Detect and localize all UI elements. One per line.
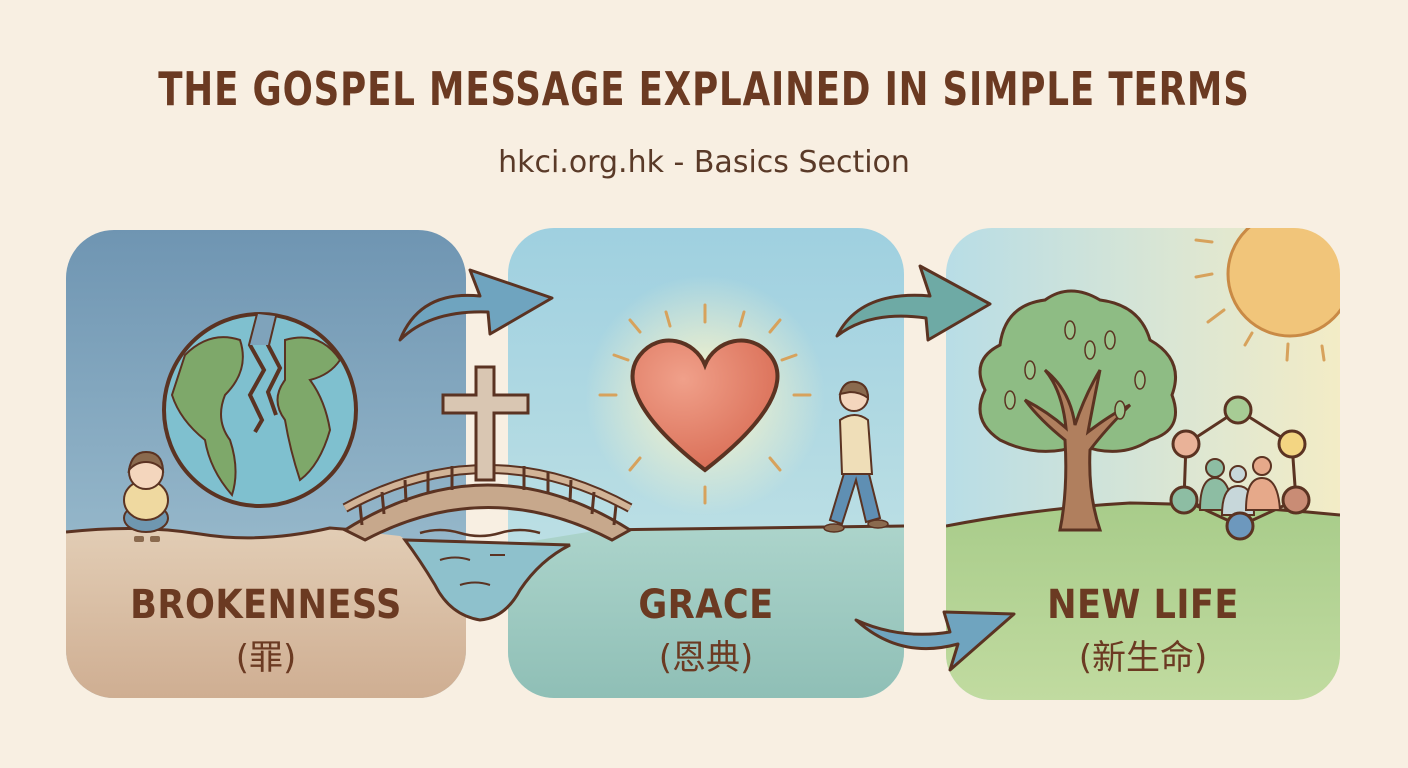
light-rays <box>598 303 812 505</box>
tree-icon <box>978 289 1177 532</box>
label-brokenness-en: BROKENNESS <box>130 582 402 628</box>
walking-person-icon <box>823 380 889 533</box>
broken-globe-icon <box>162 312 358 508</box>
panel-brokenness <box>66 230 466 698</box>
page-subtitle: hkci.org.hk - Basics Section <box>498 145 910 180</box>
label-grace-zh: (恩典) <box>658 638 754 678</box>
arrow-brokenness-to-grace <box>398 268 554 342</box>
sun-icon <box>1226 228 1340 338</box>
label-brokenness-zh: (罪) <box>235 638 297 678</box>
label-brokenness: BROKENNESS (罪) <box>66 582 466 679</box>
label-new-life: NEW LIFE (新生命) <box>946 582 1340 679</box>
panel-grace <box>508 228 904 698</box>
label-grace-en: GRACE <box>638 582 774 628</box>
arrow-grace-to-new-life-top <box>835 264 992 342</box>
community-network-icon <box>1169 395 1311 541</box>
label-new-life-zh: (新生命) <box>1078 638 1208 678</box>
river-icon <box>401 528 571 622</box>
sad-child-icon <box>123 450 169 542</box>
page-title: THE GOSPEL MESSAGE EXPLAINED IN SIMPLE T… <box>158 62 1250 116</box>
panel-new-life <box>946 228 1340 700</box>
label-new-life-en: NEW LIFE <box>1047 582 1239 628</box>
glowing-heart-icon <box>630 338 780 473</box>
label-grace: GRACE (恩典) <box>508 582 904 679</box>
cross-icon <box>441 365 530 482</box>
arrow-grace-to-new-life-bottom <box>854 610 1016 672</box>
sun-rays <box>1194 238 1326 362</box>
